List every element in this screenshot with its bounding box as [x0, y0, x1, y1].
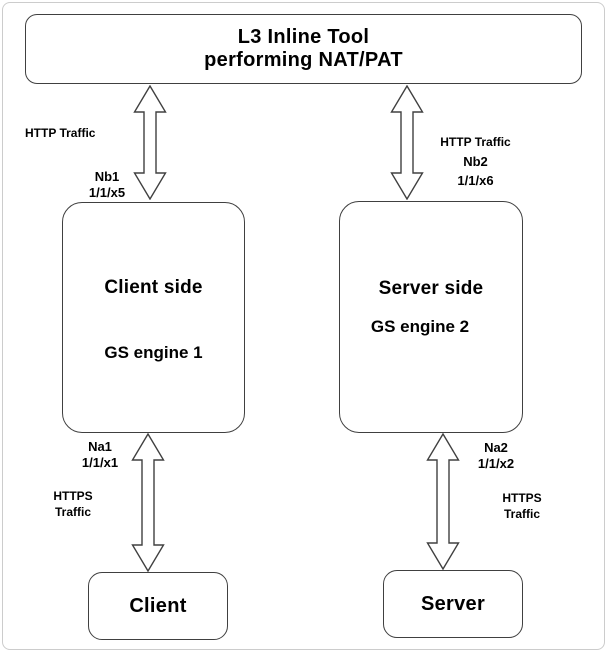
server-side-box: Server side GS engine 2: [339, 201, 523, 433]
client-box: Client: [88, 572, 228, 640]
l3-inline-tool-box: L3 Inline Tool performing NAT/PAT: [25, 14, 582, 84]
server-box: Server: [383, 570, 523, 638]
port-group-nb2: HTTP Traffic Nb2 1/1/x6: [418, 133, 533, 190]
server-side-title: Server side: [378, 278, 484, 299]
port-label-nb1: Nb1: [94, 169, 120, 184]
https-label-right: HTTPS: [502, 491, 542, 505]
https-traffic-group-right: HTTPS Traffic: [482, 490, 562, 522]
client-label: Client: [129, 594, 187, 617]
https-label-left: HTTPS: [53, 489, 93, 503]
client-side-box: Client side GS engine 1: [62, 202, 245, 433]
double-arrow-tool-server-icon: [390, 85, 424, 200]
https-traffic-group-left: HTTPS Traffic: [33, 488, 113, 520]
port-label-na2: Na2: [484, 440, 508, 455]
server-label: Server: [420, 592, 486, 615]
port-id-label-x5: 1/1/x5: [88, 185, 126, 200]
tool-title-line2: performing NAT/PAT: [204, 49, 403, 71]
http-traffic-label-right: HTTP Traffic: [440, 135, 511, 149]
tool-title-line1: L3 Inline Tool: [237, 26, 370, 48]
port-group-na1: Na1 1/1/x1: [50, 439, 150, 471]
client-side-title: Client side: [104, 277, 203, 298]
gs-engine-1-label: GS engine 1: [104, 343, 203, 362]
port-label-nb2: Nb2: [463, 154, 488, 169]
port-id-label-x2: 1/1/x2: [477, 456, 515, 471]
port-id-label-x1: 1/1/x1: [81, 455, 119, 470]
double-arrow-server-endpoint-icon: [426, 433, 460, 570]
traffic-label-left: Traffic: [54, 505, 91, 519]
port-group-na2: Na2 1/1/x2: [446, 440, 546, 472]
port-group-nb1: Nb1 1/1/x5: [57, 169, 157, 201]
port-id-label-x6: 1/1/x6: [457, 173, 494, 188]
port-label-na1: Na1: [88, 439, 112, 454]
traffic-label-right: Traffic: [503, 507, 540, 521]
gs-engine-2-label: GS engine 2: [370, 317, 470, 336]
http-traffic-label-left: HTTP Traffic: [25, 126, 96, 140]
double-arrow-tool-client-icon: [133, 85, 167, 200]
double-arrow-client-endpoint-icon: [131, 433, 165, 572]
